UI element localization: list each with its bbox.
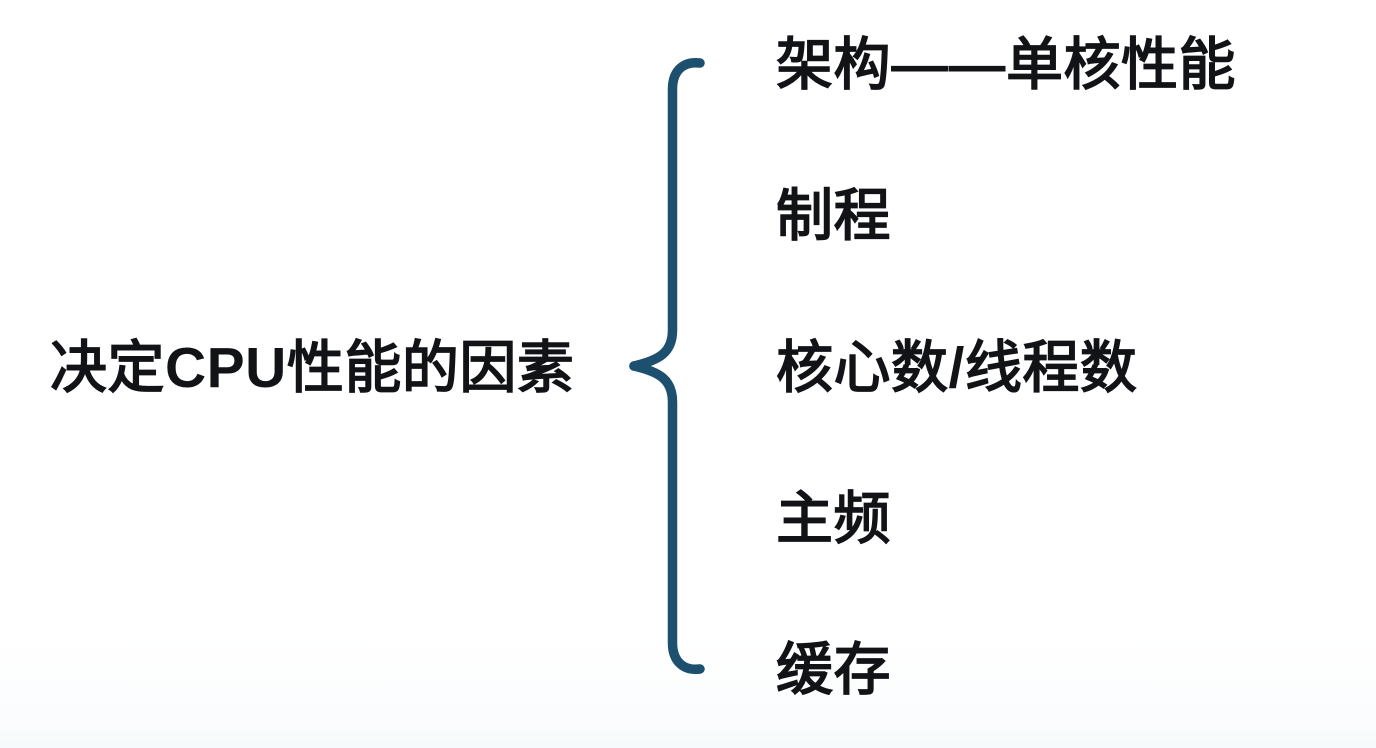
- root-label: 决定CPU性能的因素: [50, 335, 575, 400]
- curly-brace: [612, 30, 722, 710]
- branch-item-clock-frequency: 主频: [776, 486, 891, 551]
- branch-item-architecture: 架构——单核性能: [776, 32, 1236, 97]
- branch-item-cores-threads: 核心数/线程数: [776, 335, 1138, 400]
- branch-item-process-node: 制程: [776, 183, 891, 248]
- branch-item-cache: 缓存: [776, 637, 891, 702]
